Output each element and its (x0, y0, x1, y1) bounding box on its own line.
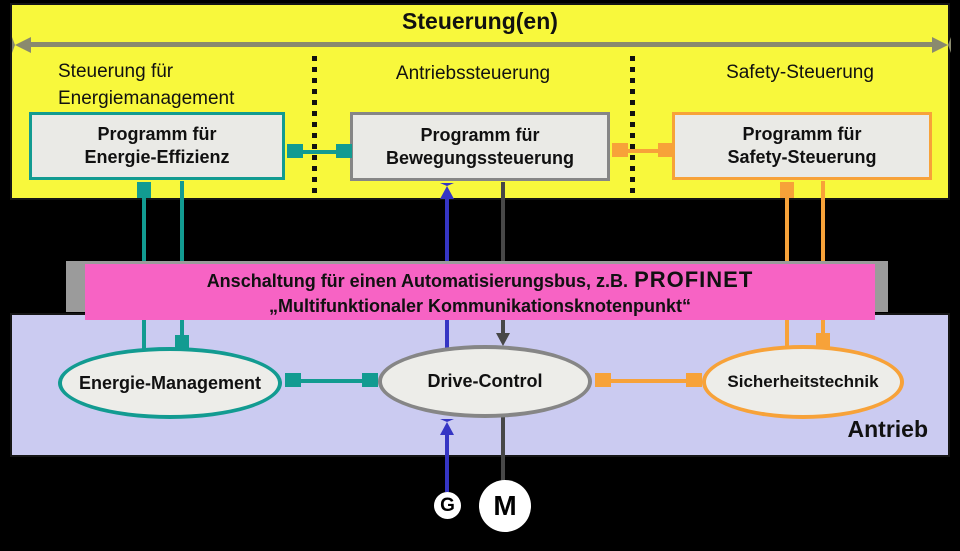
flow-safety-down-upper (821, 181, 825, 265)
arrowhead-left-icon (287, 144, 303, 158)
drive-region-label: Antrieb (847, 416, 929, 442)
program-box-energy-line1: Programm für (97, 124, 217, 144)
arrowhead-right-icon (336, 144, 352, 158)
column-label-energy: Steuerung für Energiemanagement (58, 58, 328, 112)
arrowhead-right-icon (362, 373, 378, 387)
flow-motor-mid (501, 320, 505, 335)
program-box-safety-line1: Programm für (742, 124, 862, 144)
controllers-span-line (26, 42, 934, 47)
bus-label-prefix: Anschaltung für einen Automatisierungsbu… (206, 270, 629, 291)
flow-energy-down-lower (180, 320, 184, 337)
arrowhead-left-icon (595, 373, 611, 387)
diagram-title: Steuerung(en) (402, 8, 558, 34)
flow-safety-up-lower (785, 320, 789, 347)
flow-generator-lower (445, 430, 449, 492)
program-box-motion-line1: Programm für (420, 124, 540, 145)
arrow-energy-motion-programs (297, 150, 339, 154)
arrowhead-up-icon (780, 182, 794, 198)
flow-energy-up-upper (142, 193, 146, 265)
flow-safety-up-upper (785, 193, 789, 265)
arrowhead-right-icon (932, 37, 951, 53)
arrowhead-up-icon (440, 419, 454, 435)
separator-dotted-right (630, 56, 635, 196)
program-box-energy-line2: Energie-Effizienz (84, 147, 230, 167)
program-box-safety-line2: Safety-Steuerung (727, 147, 877, 167)
column-label-energy-line2: Energiemanagement (58, 88, 235, 109)
node-sicherheitstechnik: Sicherheitstechnik (702, 345, 904, 419)
bus-label-line1: Anschaltung für einen Automatisierungsbu… (207, 267, 754, 294)
column-label-energy-line1: Steuerung für (58, 61, 174, 82)
bus-bar: Anschaltung für einen Automatisierungsbu… (85, 264, 875, 320)
flow-motor-lower (501, 414, 505, 481)
flow-safety-down-lower (821, 320, 825, 335)
flow-energy-down-upper (180, 181, 184, 265)
arrowhead-up-icon (440, 183, 454, 199)
arrowhead-left-icon (285, 373, 301, 387)
arrow-motion-safety-programs (622, 149, 660, 153)
node-energie-management: Energie-Management (58, 347, 282, 419)
arrowhead-right-icon (686, 373, 702, 387)
arrow-drive-safety-nodes (605, 379, 689, 383)
column-label-safety: Safety-Steuerung (726, 62, 874, 83)
arrowhead-right-icon (658, 143, 674, 157)
program-box-safety: Programm für Safety-Steuerung (672, 112, 932, 180)
program-box-motion-line2: Bewegungssteuerung (385, 147, 575, 168)
generator-node: G (434, 492, 461, 519)
arrow-energie-drive-nodes (295, 379, 365, 383)
arrowhead-up-icon (137, 182, 151, 198)
program-box-motion: Programm für Bewegungssteuerung (350, 112, 610, 181)
flow-energy-up-lower (142, 320, 146, 349)
flow-generator-mid (445, 320, 449, 348)
program-box-energy: Programm für Energie-Effizienz (29, 112, 285, 180)
motor-node: M (479, 480, 531, 532)
column-label-drive: Antriebssteuerung (395, 63, 551, 84)
flow-generator-upper (445, 194, 449, 265)
bus-label-profinet: PROFINET (634, 266, 754, 292)
flow-motor-upper (501, 182, 505, 265)
bus-label-line2: „Multifunktionaler Kommunikationsknotenp… (269, 295, 691, 316)
arrowhead-left-icon (612, 143, 628, 157)
arrowhead-left-icon (12, 37, 31, 53)
node-drive-control: Drive-Control (378, 345, 592, 418)
separator-dotted-left (312, 56, 317, 196)
